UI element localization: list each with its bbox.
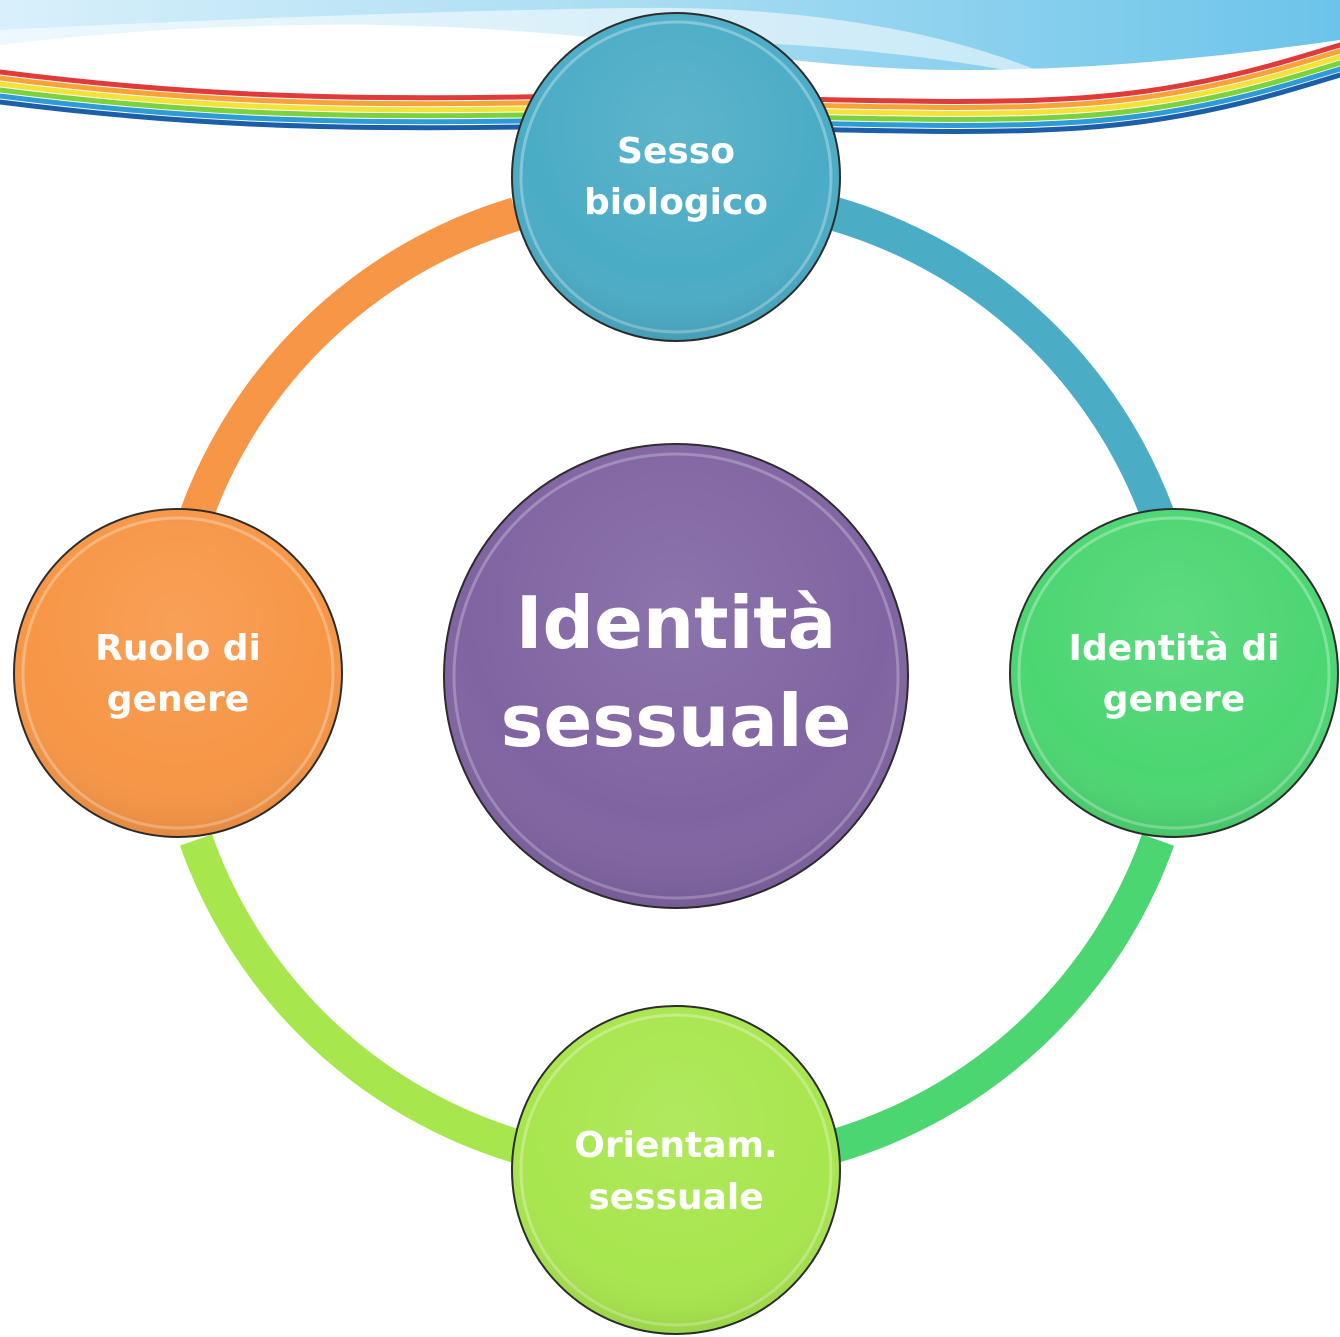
arc-top-right bbox=[830, 197, 1174, 522]
ring bbox=[179, 197, 1175, 1163]
arc-left-top bbox=[180, 197, 521, 522]
center-node: Identità sessuale bbox=[443, 443, 909, 909]
center-label-line2: sessuale bbox=[501, 679, 852, 763]
node-top-line1: Sesso bbox=[617, 131, 735, 172]
node-left-line1: Ruolo di bbox=[95, 628, 261, 669]
node-bottom-line1: Orientam. bbox=[574, 1125, 777, 1166]
node-right-line2: genere bbox=[1103, 679, 1245, 720]
node-ruolo-di-genere: Ruolo di genere bbox=[13, 508, 343, 838]
node-right-line1: Identità di bbox=[1069, 628, 1280, 669]
node-left-line2: genere bbox=[107, 679, 249, 720]
arc-bottom-left bbox=[179, 834, 521, 1163]
node-sesso-biologico: Sesso biologico bbox=[511, 12, 841, 342]
center-label-line1: Identità bbox=[516, 581, 837, 665]
node-bottom-line2: sessuale bbox=[588, 1177, 763, 1218]
arc-right-bottom bbox=[830, 834, 1175, 1163]
node-identita-di-genere: Identità di genere bbox=[1009, 508, 1339, 838]
node-orientamento-sessuale: Orientam. sessuale bbox=[511, 1005, 841, 1335]
node-top-line2: biologico bbox=[584, 182, 768, 223]
